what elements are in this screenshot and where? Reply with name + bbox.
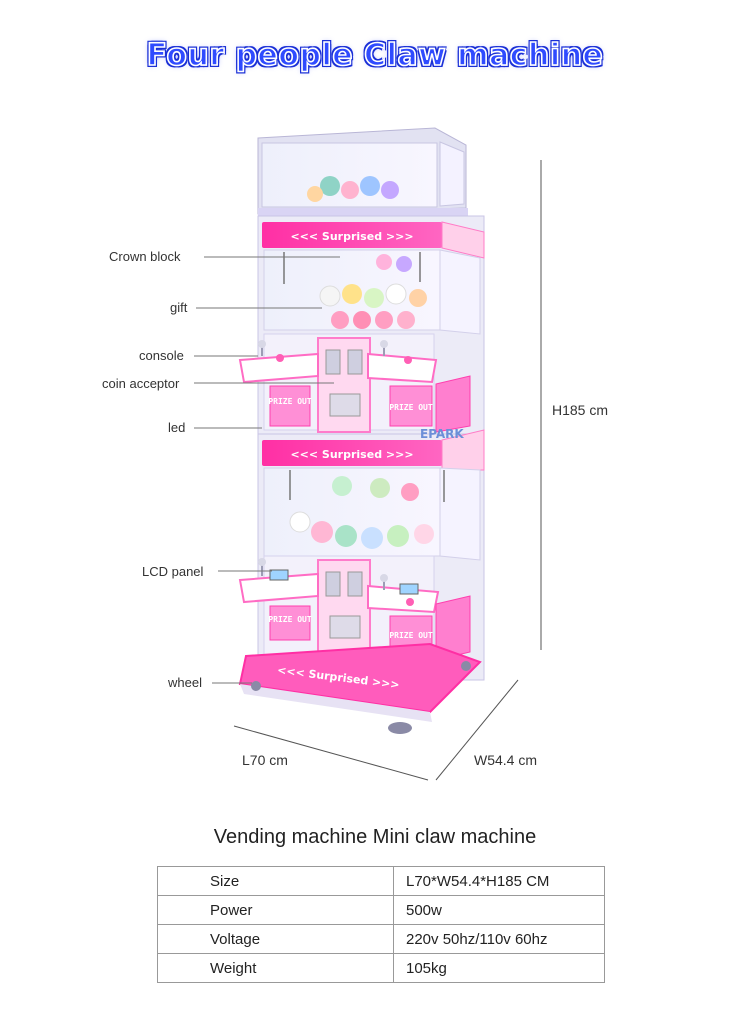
spec-subtitle: Vending machine Mini claw machine [213, 826, 537, 848]
callout-crown-block: Crown block [109, 249, 181, 264]
upper-console-right [367, 352, 438, 384]
spec-row-power: Power 500w [157, 895, 605, 925]
spec-row-weight: Weight 105kg [157, 953, 605, 983]
spec-row-size: Size L70*W54.4*H185 CM [157, 866, 605, 896]
callout-gift: gift [170, 300, 188, 315]
machine-base: <<< Surprised >>> [238, 642, 482, 734]
height-dimension-label: H185 cm [552, 402, 609, 418]
callout-coin-acceptor: coin acceptor [102, 376, 180, 391]
upper-coin-acceptor-left [325, 349, 341, 375]
lower-banner-text: <<< Surprised >>> [290, 448, 413, 461]
lower-coin-acceptor-right [347, 571, 363, 597]
length-dimension-label: L70 cm [242, 752, 288, 768]
spec-key: Weight [157, 953, 394, 983]
spec-row-voltage: Voltage 220v 50hz/110v 60hz [157, 924, 605, 954]
lower-prize-door-left [269, 605, 311, 641]
lower-coin-acceptor-left [325, 571, 341, 597]
wheel-left [251, 681, 261, 691]
callout-led: led [168, 420, 186, 435]
lower-console-left [238, 572, 319, 604]
wheel-right [461, 661, 471, 671]
spec-value: 105kg [393, 953, 605, 983]
upper-prize-door-right [389, 385, 433, 427]
lower-prize-label-left: PRIZE OUT [268, 615, 312, 624]
upper-coin-acceptor-right [347, 349, 363, 375]
lcd-panel [269, 569, 289, 581]
upper-gifts [319, 254, 427, 329]
length-dimension-line [233, 725, 429, 781]
page-title: Four people Claw machine [146, 37, 604, 74]
lower-cashbox [329, 615, 361, 639]
lower-crown-block [262, 440, 442, 466]
claw-machine-illustration: <<< Surprised >>> [194, 127, 542, 781]
callout-wheel: wheel [168, 675, 202, 690]
upper-prize-door-left [269, 385, 311, 427]
brand-logo: EPARK [420, 427, 464, 441]
spec-key: Size [157, 866, 394, 896]
spec-value: L70*W54.4*H185 CM [393, 866, 605, 896]
top-display-box [257, 127, 468, 216]
upper-prize-label-left: PRIZE OUT [268, 397, 312, 406]
top-display-plush [307, 176, 399, 202]
spec-key: Voltage [157, 924, 394, 954]
width-dimension-label: W54.4 cm [474, 752, 538, 768]
callout-lcd-panel: LCD panel [142, 564, 204, 579]
lower-gifts [289, 476, 434, 549]
upper-cashbox [329, 393, 361, 417]
wheel-front [388, 722, 412, 734]
spec-key: Power [157, 895, 394, 925]
upper-cabinet: <<< Surprised >>> [238, 215, 485, 435]
width-dimension-line [435, 679, 519, 781]
spec-value: 220v 50hz/110v 60hz [393, 924, 605, 954]
spec-table: Size L70*W54.4*H185 CM Power 500w Voltag… [157, 866, 605, 983]
upper-crown-block [262, 222, 442, 248]
callout-console: console [139, 348, 184, 363]
lower-cabinet: <<< Surprised >>> EPARK [238, 427, 485, 681]
lower-prize-label-right: PRIZE OUT [389, 631, 433, 640]
upper-prize-label-right: PRIZE OUT [389, 403, 433, 412]
upper-console-left [238, 352, 319, 384]
upper-banner-text: <<< Surprised >>> [290, 230, 413, 243]
spec-value: 500w [393, 895, 605, 925]
